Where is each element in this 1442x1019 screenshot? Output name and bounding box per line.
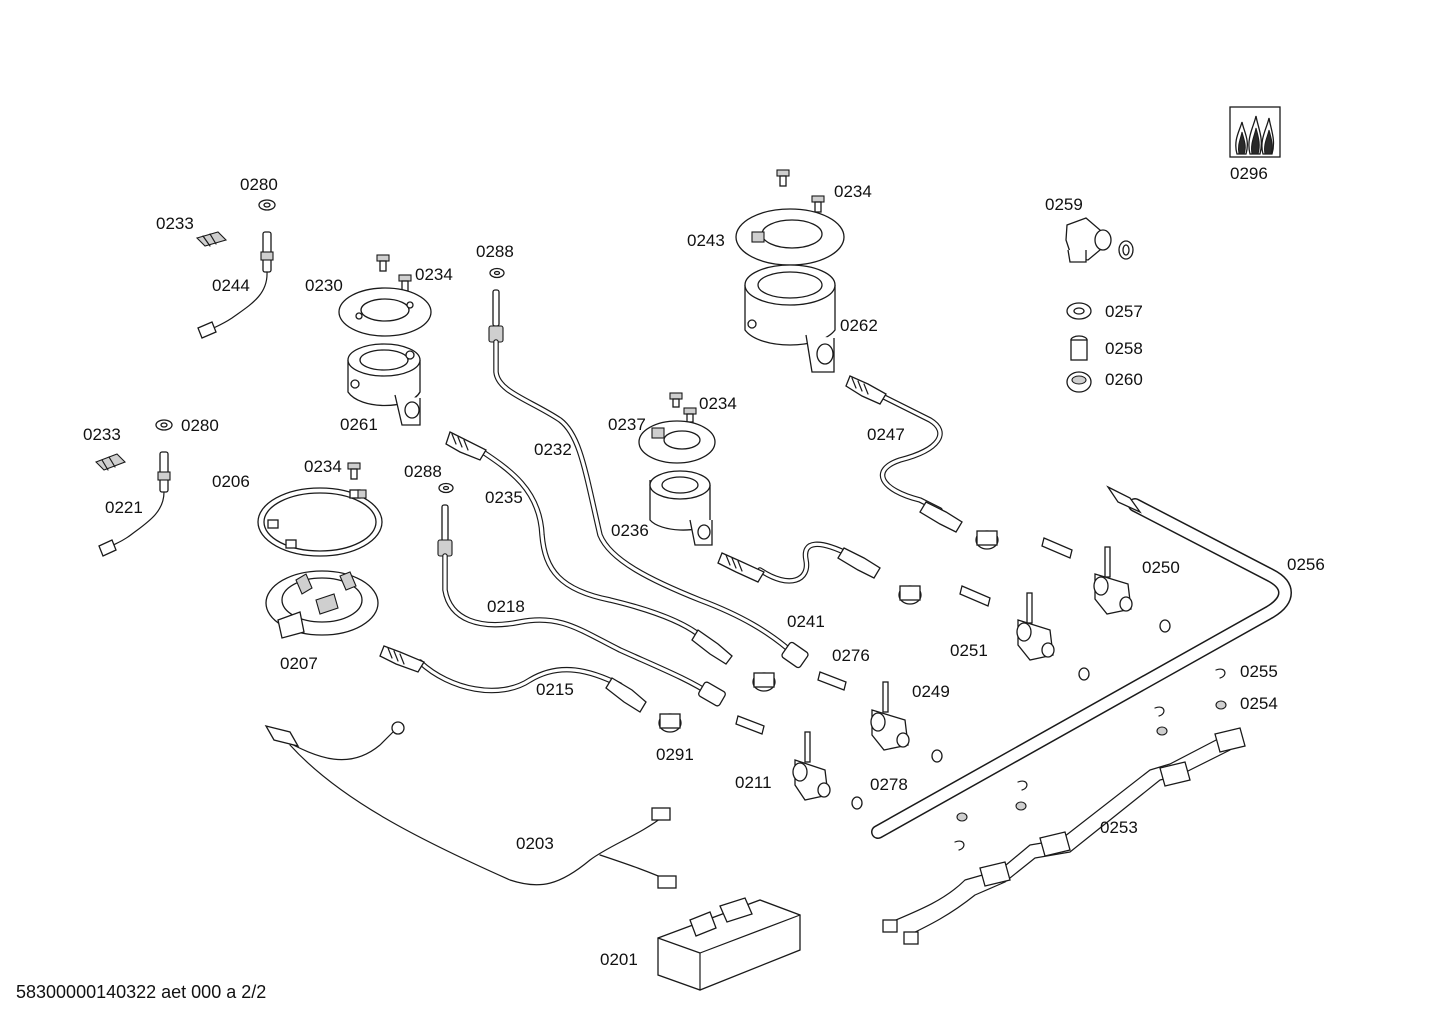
screw-0234-d xyxy=(669,392,697,423)
pipe-0235 xyxy=(445,431,733,665)
label-0234-c: 0234 xyxy=(699,394,737,413)
label-0278: 0278 xyxy=(870,775,908,794)
label-0237: 0237 xyxy=(608,415,646,434)
burner-gasket-0243 xyxy=(735,208,845,266)
label-0253: 0253 xyxy=(1100,818,1138,837)
thermocouple-upper xyxy=(197,231,274,339)
label-0291: 0291 xyxy=(656,745,694,764)
label-0251: 0251 xyxy=(950,641,988,660)
wiring-harness-0203 xyxy=(264,721,677,889)
gas-tap-0250 xyxy=(1093,546,1133,615)
pipe-0241 xyxy=(717,541,881,584)
pipe-0218 xyxy=(442,553,726,707)
label-0207: 0207 xyxy=(280,654,318,673)
label-0259: 0259 xyxy=(1045,195,1083,214)
screw-0234-b xyxy=(398,274,412,292)
label-0243: 0243 xyxy=(687,231,725,250)
label-0233-a: 0233 xyxy=(156,214,194,233)
label-0218: 0218 xyxy=(487,597,525,616)
label-0236: 0236 xyxy=(611,521,649,540)
label-0201: 0201 xyxy=(600,950,638,969)
sleeve-0258 xyxy=(1070,335,1088,361)
thermocouple-lower xyxy=(98,451,171,557)
part-labels: 0280 0233 0244 0230 0234 0261 0288 0232 … xyxy=(83,164,1325,969)
label-0244: 0244 xyxy=(212,276,250,295)
burner-ring-0206 xyxy=(257,487,383,557)
label-0233-b: 0233 xyxy=(83,425,121,444)
thermo-probe-lower xyxy=(437,504,453,557)
label-0211: 0211 xyxy=(735,773,772,792)
label-0276: 0276 xyxy=(832,646,870,665)
nut-0241-side xyxy=(898,530,999,605)
label-0249: 0249 xyxy=(912,682,950,701)
label-0215: 0215 xyxy=(536,680,574,699)
small-rings xyxy=(851,619,1171,810)
label-0280-a: 0280 xyxy=(240,175,278,194)
label-0235: 0235 xyxy=(485,488,523,507)
gas-tap-0211 xyxy=(792,731,831,801)
label-0221: 0221 xyxy=(105,498,143,517)
label-0256: 0256 xyxy=(1287,555,1325,574)
gas-rail-0256 xyxy=(871,485,1292,839)
washer-upper xyxy=(258,199,276,211)
label-0296: 0296 xyxy=(1230,164,1268,183)
screw-0234-c xyxy=(347,462,361,480)
label-0288-a: 0288 xyxy=(476,242,514,261)
screw-0234-e xyxy=(776,169,825,213)
drawing-reference-number: 58300000140322 aet 000 a 2/2 xyxy=(16,982,266,1002)
gas-tap-0251 xyxy=(1016,592,1055,661)
label-0261: 0261 xyxy=(340,415,378,434)
burner-gasket-0237 xyxy=(638,420,716,464)
label-0280-b: 0280 xyxy=(181,416,219,435)
washer-lower xyxy=(155,419,173,431)
nut-0260 xyxy=(1066,371,1092,393)
pipe-0232 xyxy=(493,339,809,669)
label-0288-b: 0288 xyxy=(404,462,442,481)
label-0230: 0230 xyxy=(305,276,343,295)
spark-module-0201 xyxy=(657,897,801,991)
label-0247: 0247 xyxy=(867,425,905,444)
gas-flame-logo xyxy=(1229,106,1281,158)
label-0260: 0260 xyxy=(1105,370,1143,389)
ignition-clip-upper xyxy=(195,231,228,247)
injector-0276 xyxy=(735,671,847,735)
label-0232: 0232 xyxy=(534,440,572,459)
ignition-clip-lower xyxy=(95,453,126,471)
burner-gasket-0230 xyxy=(338,287,432,337)
burner-body-0207 xyxy=(265,570,379,639)
pipe-0215 xyxy=(379,645,647,713)
nut-mid xyxy=(752,672,776,692)
thermo-probe-upper xyxy=(488,289,504,343)
label-0255: 0255 xyxy=(1240,662,1278,681)
washer-0257 xyxy=(1066,302,1092,320)
injector-pair xyxy=(959,537,1073,607)
pipe-0247 xyxy=(845,375,963,533)
ignition-harness-0253 xyxy=(882,668,1246,945)
label-0234-a: 0234 xyxy=(415,265,453,284)
screw-0234-a xyxy=(376,254,390,272)
label-0203: 0203 xyxy=(516,834,554,853)
label-0258: 0258 xyxy=(1105,339,1143,358)
label-0234-b: 0234 xyxy=(304,457,342,476)
washer-0288-lower xyxy=(438,482,454,494)
label-0254: 0254 xyxy=(1240,694,1278,713)
label-0234-d: 0234 xyxy=(834,182,872,201)
burner-body-0261 xyxy=(347,343,421,426)
elbow-fitting-0259 xyxy=(1065,217,1134,263)
burner-body-0262 xyxy=(744,264,836,373)
label-0257: 0257 xyxy=(1105,302,1143,321)
burner-body-0236 xyxy=(649,470,713,546)
label-0250: 0250 xyxy=(1142,558,1180,577)
label-0241: 0241 xyxy=(787,612,825,631)
nut-0291 xyxy=(658,713,682,733)
gas-tap-0249 xyxy=(870,681,910,751)
label-0262: 0262 xyxy=(840,316,878,335)
washer-0288-upper xyxy=(489,267,505,279)
label-0206: 0206 xyxy=(212,472,250,491)
